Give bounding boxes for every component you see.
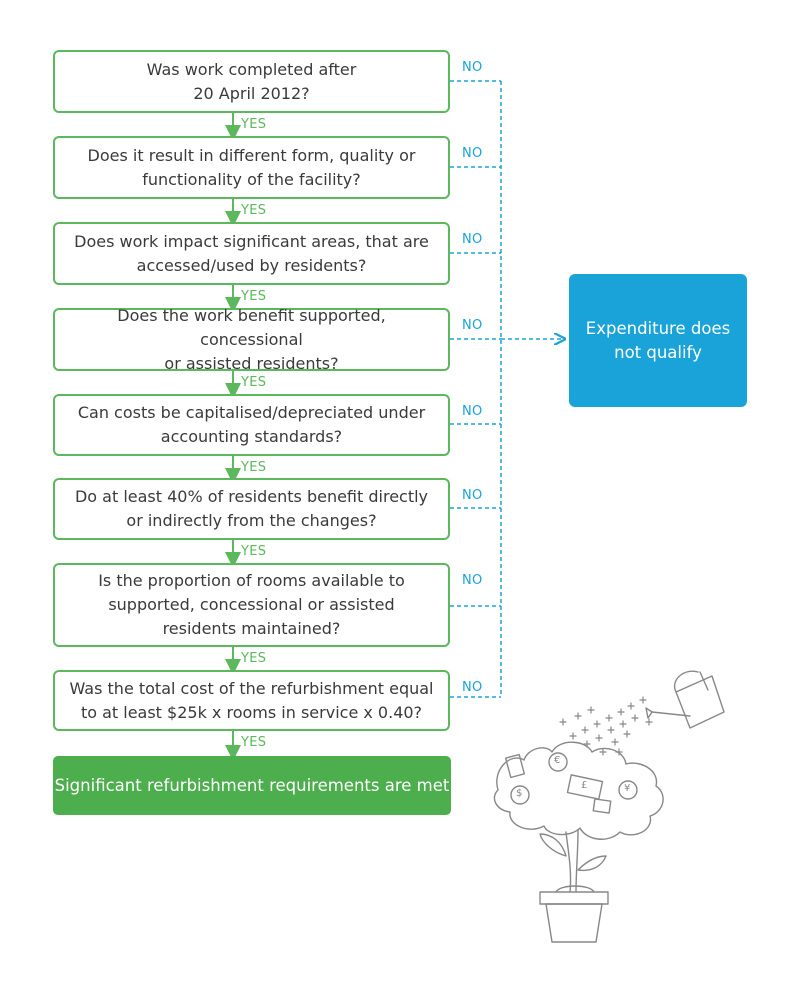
yes-label: YES: [241, 375, 267, 390]
coin-symbol: £: [581, 780, 588, 791]
coin-symbol: ¥: [624, 783, 631, 794]
no-label: NO: [462, 146, 483, 161]
outcome-box: Expenditure does not qualify: [569, 274, 747, 407]
yes-label: YES: [241, 735, 267, 750]
question-box: Was the total cost of the refurbishment …: [53, 670, 450, 731]
no-label: NO: [462, 573, 483, 588]
coin-symbol: $: [516, 788, 523, 799]
yes-label: YES: [241, 203, 267, 218]
leaf-icon: [577, 855, 607, 872]
question-box: Can costs be capitalised/depreciated und…: [53, 394, 450, 456]
banknote-icon: [592, 798, 612, 814]
coin-symbol: €: [554, 755, 561, 766]
no-label: NO: [462, 232, 483, 247]
no-connectors: [450, 80, 563, 698]
question-box: Does the work benefit supported, concess…: [53, 306, 450, 373]
watering-can-icon: [645, 670, 725, 729]
leaf-icon: [539, 833, 567, 857]
question-box: Does work impact significant areas, that…: [53, 222, 450, 285]
yes-label: YES: [241, 289, 267, 304]
question-box: Is the proportion of rooms available to …: [53, 563, 450, 647]
no-label: NO: [462, 680, 483, 695]
water-sparkles: [559, 696, 653, 756]
yes-label: YES: [241, 651, 267, 666]
yes-label: YES: [241, 460, 267, 475]
foliage-outline: [493, 741, 664, 840]
yes-label: YES: [241, 544, 267, 559]
banknote-icon: [566, 774, 604, 800]
question-box: Does it result in different form, qualit…: [53, 136, 450, 199]
no-label: NO: [462, 318, 483, 333]
no-label: NO: [462, 488, 483, 503]
question-box: Do at least 40% of residents benefit dir…: [53, 478, 450, 540]
no-label: NO: [462, 60, 483, 75]
stem: [565, 829, 579, 893]
coin-icons: [510, 752, 638, 805]
banknote-icon: [504, 753, 526, 779]
question-box: Was work completed after 20 April 2012?: [53, 50, 450, 113]
pot-icon: [539, 885, 609, 943]
no-label: NO: [462, 404, 483, 419]
result-box: Significant refurbishment requirements a…: [53, 756, 451, 815]
yes-label: YES: [241, 117, 267, 132]
